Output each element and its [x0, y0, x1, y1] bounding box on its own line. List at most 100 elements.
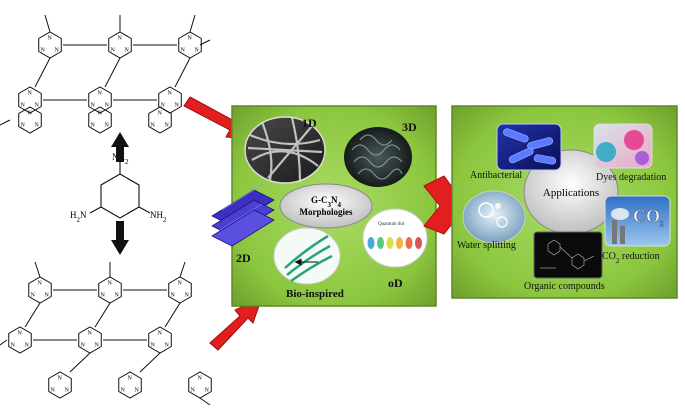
antibacterial-image: [496, 123, 562, 171]
ring-nitrogen: N: [35, 103, 40, 109]
morphology-bio-inspired-image: [273, 227, 341, 285]
ring: [8, 326, 32, 354]
ring-nitrogen: N: [125, 48, 130, 54]
quantum-dot-inset-text: Quantum dot: [378, 222, 405, 227]
ring-nitrogen: N: [21, 103, 26, 109]
bond: [164, 302, 181, 328]
ring-nitrogen: N: [181, 48, 186, 54]
bond: [199, 397, 211, 406]
label-antibacterial: Antibacterial: [470, 170, 522, 181]
ring-nitrogen: N: [165, 123, 170, 129]
bond: [44, 14, 51, 33]
ring-nitrogen: N: [151, 343, 156, 349]
co2-tile-text: CO2: [633, 206, 664, 228]
bond: [0, 339, 8, 346]
label-organic-compounds: Organic compounds: [524, 281, 605, 292]
bond: [34, 261, 41, 278]
ring-nitrogen: N: [161, 103, 166, 109]
ring: [88, 106, 112, 134]
ring-nitrogen: N: [28, 90, 33, 96]
quantum-dot: [405, 237, 413, 249]
ring: [118, 371, 142, 399]
ring: [18, 86, 42, 114]
quantum-dot: [415, 237, 422, 249]
ring-nitrogen: N: [91, 103, 96, 109]
melamine-h2n-left: H2N: [70, 210, 87, 224]
morphology-0d-image: Quantum dot: [362, 208, 428, 268]
ring-nitrogen: N: [171, 293, 176, 299]
applications-center-ellipse: Applications: [523, 149, 619, 235]
ring-nitrogen: N: [48, 35, 53, 41]
label-3d: 3D: [402, 120, 417, 134]
ring-nitrogen: N: [205, 388, 210, 394]
ring-nitrogen: N: [158, 330, 163, 336]
black-arrow-down: [111, 221, 129, 255]
label-0d: oD: [388, 276, 403, 290]
morphology-1d-image: [244, 116, 326, 184]
bond: [24, 302, 41, 328]
ring-nitrogen: N: [95, 343, 100, 349]
quantum-dot-series: [367, 237, 422, 249]
ring-nitrogen: N: [198, 375, 203, 381]
red-chevron-arrow: [423, 175, 467, 235]
ring-nitrogen: N: [45, 293, 50, 299]
ring-nitrogen: N: [81, 343, 86, 349]
ring-nitrogen: N: [98, 110, 103, 116]
ring-nitrogen: N: [105, 123, 110, 129]
ring-nitrogen: N: [175, 103, 180, 109]
ring-nitrogen: N: [178, 280, 183, 286]
melamine-nh2-right: NH2: [150, 210, 167, 224]
label-1d: 1D: [302, 116, 317, 130]
ring-nitrogen: N: [41, 48, 46, 54]
melamine-molecule: NH2 H2N NH2: [70, 152, 167, 224]
bond: [189, 14, 196, 33]
ring: [88, 86, 112, 114]
ring-nitrogen: N: [108, 280, 113, 286]
ring-nitrogen: N: [88, 330, 93, 336]
quantum-dot: [386, 237, 394, 249]
morphology-3d-image: [344, 127, 412, 187]
quantum-dot: [377, 237, 384, 249]
ring-nitrogen: N: [101, 293, 106, 299]
ring: [148, 106, 172, 134]
red-arrow-bottom: [209, 296, 263, 351]
ring-nitrogen: N: [31, 293, 36, 299]
ring-nitrogen: N: [128, 375, 133, 381]
bond: [139, 352, 161, 373]
ring-nitrogen: N: [25, 343, 30, 349]
ring-nitrogen: N: [98, 90, 103, 96]
applications-center-label: Applications: [543, 187, 599, 199]
bond: [104, 57, 121, 88]
ring-nitrogen: N: [151, 123, 156, 129]
water-splitting-image: [462, 190, 526, 244]
ring-nitrogen: N: [35, 123, 40, 129]
bond: [179, 261, 186, 278]
ring-nitrogen: N: [18, 330, 23, 336]
center-formula: G-C3N4: [311, 195, 342, 209]
quantum-dot: [367, 237, 375, 249]
ring-nitrogen: N: [115, 293, 120, 299]
label-bio-inspired: Bio-inspired: [286, 288, 344, 300]
ring-nitrogen: N: [118, 35, 123, 41]
ring-nitrogen: N: [21, 123, 26, 129]
ring-nitrogen: N: [165, 343, 170, 349]
label-dyes-degradation: Dyes degradation: [596, 172, 666, 183]
center-caption: Morphologies: [300, 207, 353, 217]
ring-nitrogen: N: [55, 48, 60, 54]
quantum-dot: [396, 237, 403, 249]
black-arrow-up: [111, 132, 129, 162]
bond: [174, 57, 191, 88]
ring-nitrogen: N: [158, 110, 163, 116]
bond: [199, 39, 211, 46]
ring-nitrogen: N: [121, 388, 126, 394]
ring-nitrogen: N: [91, 123, 96, 129]
ring-nitrogen: N: [28, 110, 33, 116]
morphology-2d-image: [211, 183, 275, 247]
ring-nitrogen: N: [188, 35, 193, 41]
label-2d: 2D: [236, 251, 251, 265]
ring-nitrogen: N: [195, 48, 200, 54]
ring-nitrogen: N: [135, 388, 140, 394]
label-water-splitting: Water splitting: [457, 240, 516, 251]
ring-nitrogen: N: [105, 103, 110, 109]
